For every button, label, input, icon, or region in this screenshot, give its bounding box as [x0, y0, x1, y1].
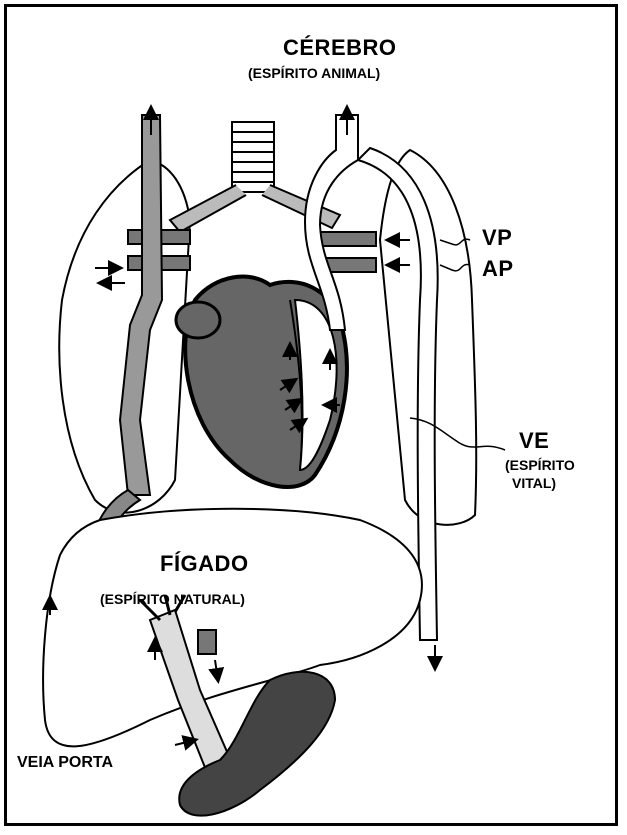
right-atrium	[176, 302, 220, 338]
ve-sublabel-1: (ESPÍRITO	[505, 458, 575, 472]
brain-label: CÉREBRO	[283, 37, 397, 59]
ap-label: AP	[482, 258, 514, 280]
pulmonary-vein-stub	[318, 232, 376, 246]
liver	[43, 509, 422, 747]
left-bronchus	[170, 185, 246, 232]
trachea	[232, 122, 274, 192]
portal-vein-label: VEIA PORTA	[17, 755, 113, 771]
vena-cava	[120, 115, 162, 495]
vp-label: VP	[482, 227, 512, 249]
ve-sublabel-2: VITAL)	[512, 476, 556, 490]
brain-sublabel: (ESPÍRITO ANIMAL)	[248, 66, 380, 80]
liver-sublabel: (ESPÍRITO NATURAL)	[100, 592, 245, 606]
gallbladder	[198, 630, 216, 654]
ve-label: VE	[519, 430, 549, 452]
liver-label: FÍGADO	[160, 553, 249, 575]
